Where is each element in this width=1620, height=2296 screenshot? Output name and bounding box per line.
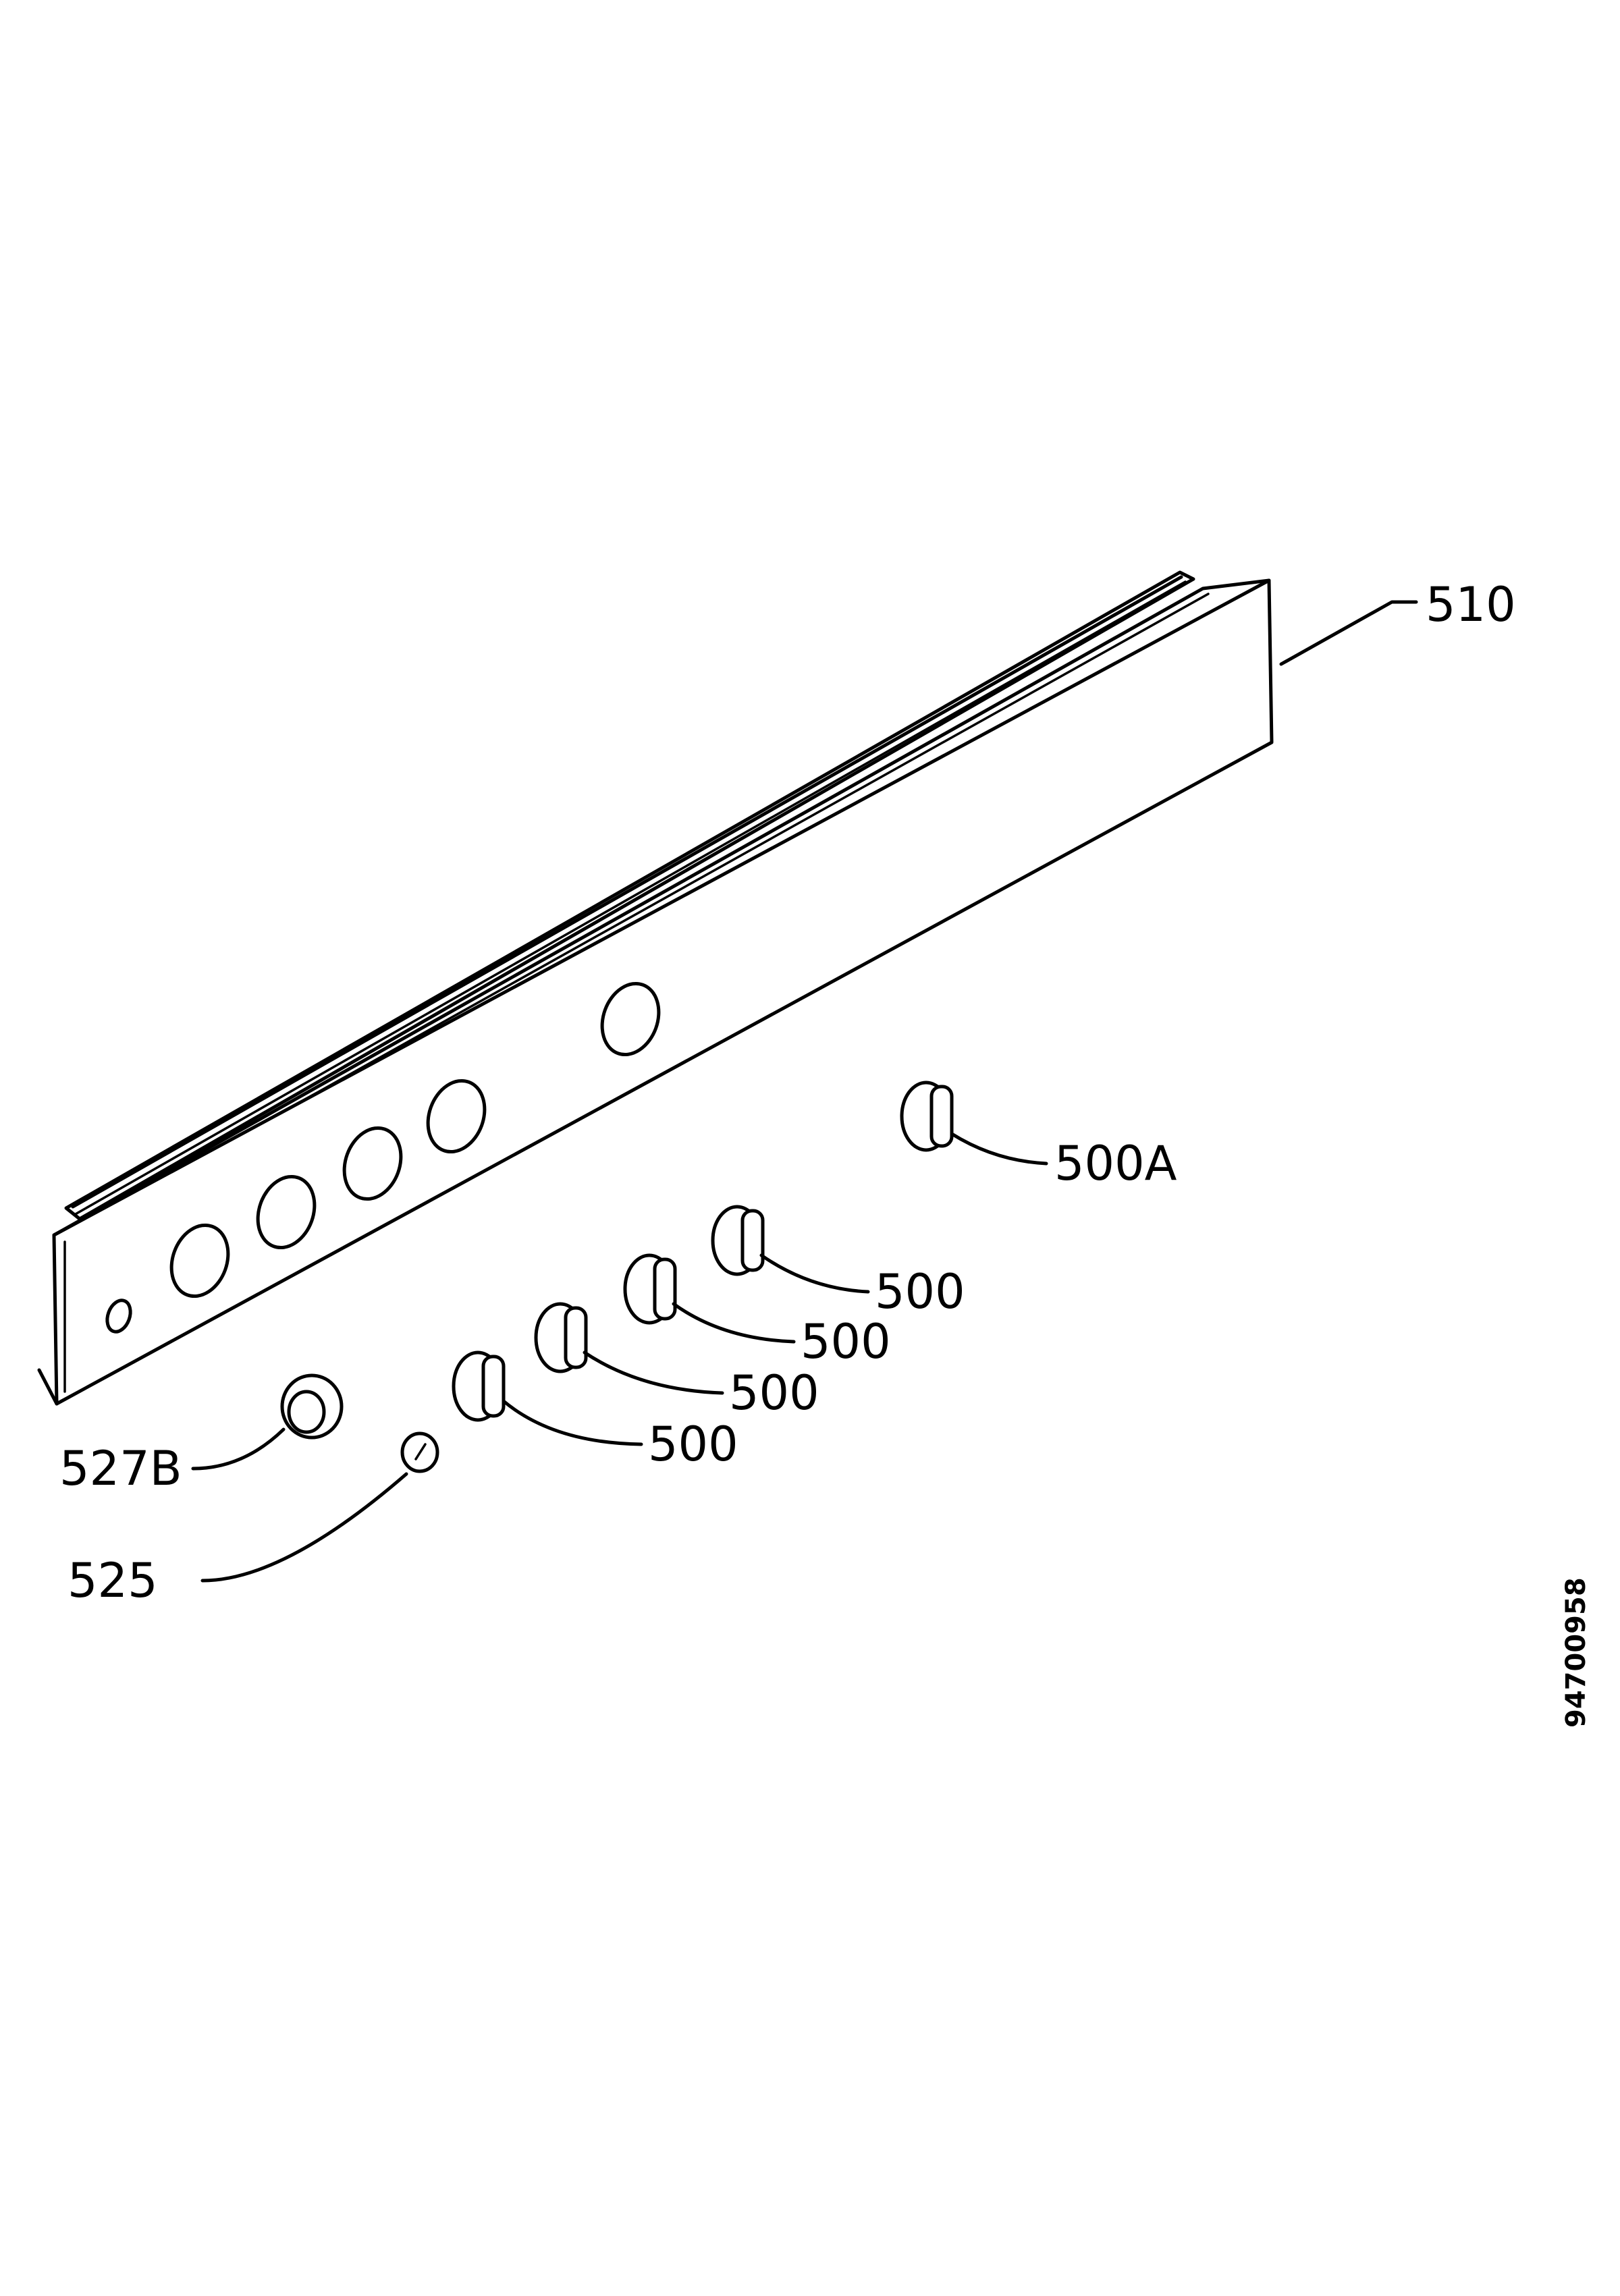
panel-flange-inner-edge bbox=[73, 580, 1187, 1216]
knob-500-1-grip bbox=[481, 1355, 506, 1418]
knob-500-4 bbox=[711, 1205, 765, 1276]
button-525-mark bbox=[414, 1443, 427, 1460]
control-panel bbox=[37, 570, 1274, 1406]
leader-500a bbox=[950, 1132, 1048, 1166]
leader-500-3 bbox=[672, 1302, 796, 1344]
panel-hole-small bbox=[105, 1299, 132, 1334]
callout-labels: 510 500A 500 500 500 500 527B 525 bbox=[59, 577, 1516, 1608]
document-number: 94700958 bbox=[1561, 1577, 1592, 1728]
panel-hole-4 bbox=[426, 1078, 487, 1154]
label-500-2: 500 bbox=[729, 1365, 819, 1421]
button-525 bbox=[400, 1431, 439, 1473]
knob-500a-grip bbox=[929, 1085, 954, 1148]
leader-500-2 bbox=[583, 1350, 724, 1395]
label-500-1: 500 bbox=[648, 1417, 738, 1472]
panel-flange-edge bbox=[71, 575, 1183, 1209]
label-500-4: 500 bbox=[875, 1264, 965, 1319]
knob-500-2-grip bbox=[564, 1306, 588, 1369]
panel-hole-1 bbox=[169, 1223, 230, 1299]
bezel-527b-inner bbox=[287, 1390, 326, 1434]
knob-500-2 bbox=[534, 1302, 588, 1373]
label-510: 510 bbox=[1426, 577, 1516, 632]
panel-left-tab bbox=[37, 1368, 59, 1406]
panel-hole-5 bbox=[600, 981, 661, 1057]
leader-500-1 bbox=[502, 1399, 643, 1446]
knob-500a bbox=[900, 1081, 954, 1152]
leader-500-4 bbox=[759, 1253, 870, 1294]
knob-500-4-grip bbox=[740, 1209, 765, 1272]
label-500-3: 500 bbox=[801, 1314, 891, 1369]
panel-hole-2 bbox=[256, 1174, 317, 1250]
leader-lines bbox=[191, 600, 1418, 1583]
panel-hole-3 bbox=[342, 1126, 403, 1201]
leader-525 bbox=[200, 1472, 408, 1583]
leader-510 bbox=[1279, 600, 1418, 666]
label-500a: 500A bbox=[1054, 1136, 1177, 1191]
knob-500-1 bbox=[452, 1350, 506, 1422]
leader-527b bbox=[191, 1427, 286, 1471]
label-527b: 527B bbox=[59, 1441, 182, 1496]
knob-500-3 bbox=[623, 1253, 677, 1325]
knob-500-3-grip bbox=[653, 1257, 677, 1321]
bezel-527b bbox=[280, 1373, 344, 1440]
label-525: 525 bbox=[68, 1553, 158, 1608]
